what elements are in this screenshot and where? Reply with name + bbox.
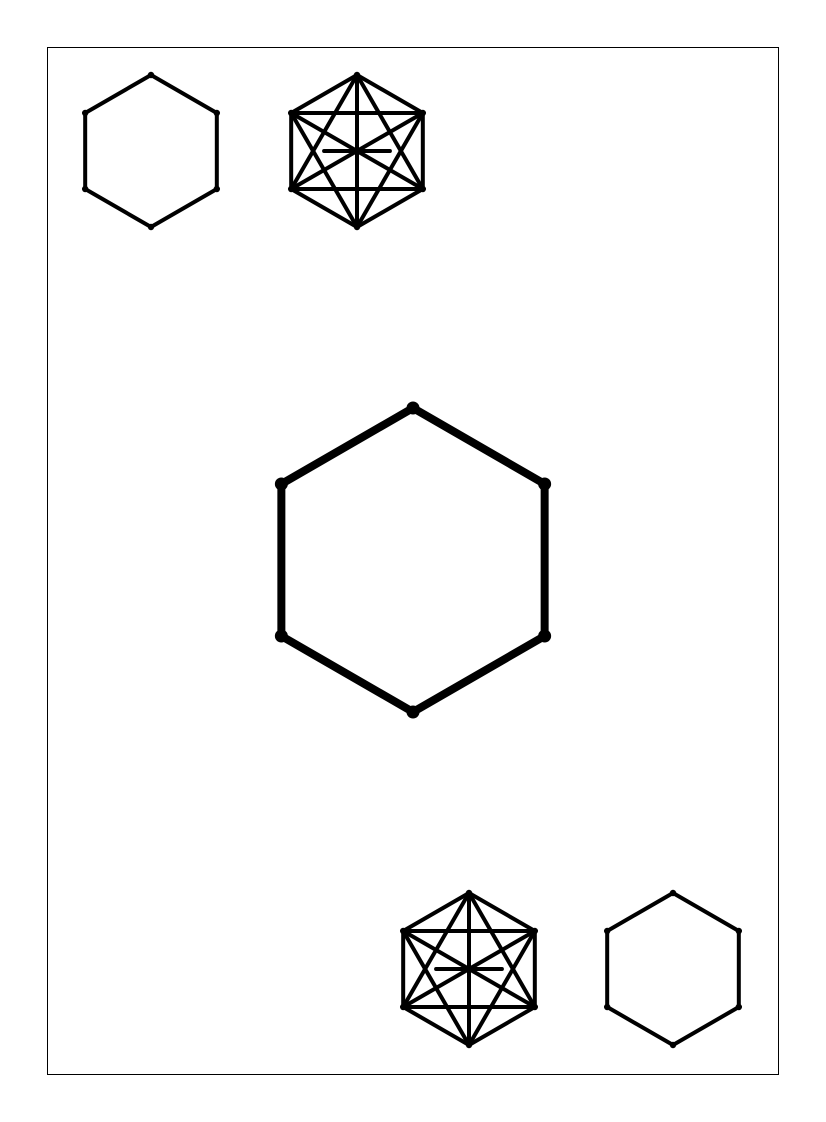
hexagon-edge [277,632,417,716]
vertex-dot [147,223,155,231]
triangle-diagonal-line [355,111,425,229]
triangle-diagonal-line [355,73,425,191]
vertex-dot [406,401,420,415]
triangle-diagonal-line [467,891,537,1009]
hexagon-edge [605,891,675,933]
triangle-diagonal-line [401,891,471,1009]
vertex-dot [353,223,361,231]
vertex-dot [274,629,288,643]
vertex-dot [603,927,611,935]
vertex-dot [531,927,539,935]
vertex-dot [287,185,295,193]
vertex-dot [531,1003,539,1011]
vertex-dot [465,1041,473,1049]
triangle-diagonal-line [401,929,471,1047]
vertex-dot [538,629,552,643]
vertex-dot [735,1003,743,1011]
hexagon-lattice-top [287,71,427,231]
hexagon-edge [149,187,219,229]
vertex-dot [81,109,89,117]
vertex-dot [406,705,420,719]
hexagon-edge [409,404,549,488]
hexagon-edge [467,891,537,933]
page-frame [47,47,779,1075]
hexagon-edge [467,1005,537,1047]
vertex-dot [669,1041,677,1049]
figures-group [81,71,743,1049]
hexagon-edge [409,632,549,716]
vertex-dot [81,185,89,193]
vertex-dot [735,927,743,935]
hexagon-outline-top-left [81,71,221,231]
hexagon-edge [401,891,471,933]
vertex-dot [669,889,677,897]
vertex-dot [399,927,407,935]
vertex-dot [419,185,427,193]
hexagon-edge [277,404,417,488]
hexagon-edge [289,187,359,229]
vertex-dot [353,71,361,79]
hexagon-edge [83,73,153,115]
vertex-dot [147,71,155,79]
vertex-dot [419,109,427,117]
hexagon-edge [149,73,219,115]
vertex-dot [399,1003,407,1011]
hexagon-edge [671,1005,741,1047]
vertex-dot [465,889,473,897]
hexagon-outline-bottom-right [603,889,743,1049]
vertex-dot [538,477,552,491]
triangle-diagonal-line [289,73,359,191]
hexagon-edge [605,1005,675,1047]
hexagon-edge [289,73,359,115]
triangle-diagonal-line [289,111,359,229]
hexagon-edge [355,187,425,229]
hexagon-edge [671,891,741,933]
vertex-dot [603,1003,611,1011]
hexagon-edge [355,73,425,115]
vertex-dot [274,477,288,491]
hexagon-edge [83,187,153,229]
triangle-diagonal-line [467,929,537,1047]
hexagon-outline-center-large [274,401,552,719]
vertex-dot [287,109,295,117]
vertex-dot [213,185,221,193]
hexagon-lattice-bottom [399,889,539,1049]
hexagon-edge [401,1005,471,1047]
vertex-dot [213,109,221,117]
